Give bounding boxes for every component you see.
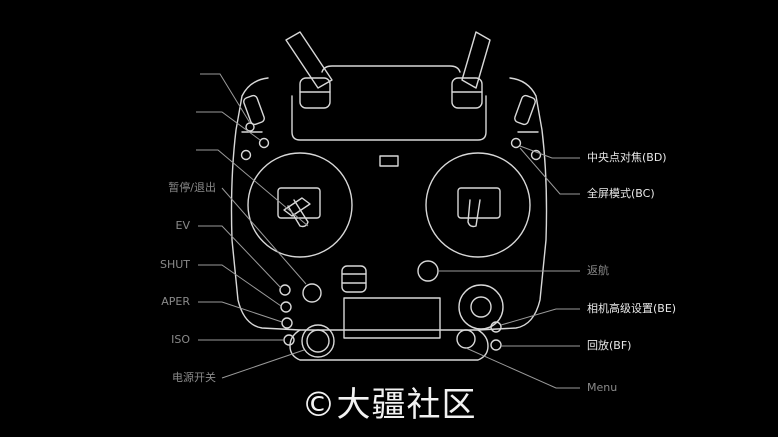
- pause-button: [302, 283, 322, 303]
- iso-button: [283, 334, 295, 346]
- leader-pause: [221, 187, 307, 285]
- return-home-button: [417, 260, 439, 282]
- status-indicator: [379, 155, 399, 167]
- leader-bc: [519, 147, 580, 195]
- label-power: 电源开关: [172, 371, 216, 384]
- watermark: ©大疆社区: [301, 385, 477, 425]
- leader-bb: [200, 73, 251, 124]
- left-stick-gimbal: [247, 152, 353, 258]
- top-handle: [321, 65, 461, 73]
- left-antenna-hinge: [299, 77, 331, 109]
- leader-be: [500, 308, 580, 326]
- label-return: 返航: [587, 264, 609, 277]
- label-pause: 暂停/退出: [168, 181, 216, 194]
- button-td: [240, 149, 252, 161]
- five-way-dial: [458, 284, 504, 330]
- label-bf: 回放(BF): [587, 339, 632, 352]
- label-shut: SHUT: [159, 258, 190, 271]
- leader-td: [196, 149, 309, 227]
- menu-button: [456, 329, 476, 349]
- label-bc: 全屏模式(BC): [587, 187, 655, 200]
- display-screen: [343, 297, 441, 339]
- button-bd: [510, 137, 522, 149]
- label-bd: 中央点对焦(BD): [587, 151, 667, 164]
- bf-button: [490, 339, 502, 351]
- button-bc: [530, 149, 542, 161]
- button-bb: [245, 122, 255, 132]
- controller-body: [230, 77, 548, 331]
- power-button: [301, 324, 335, 358]
- leader-aper: [198, 301, 283, 323]
- leader-bd: [519, 145, 580, 159]
- label-ev: EV: [175, 219, 190, 232]
- be-button: [490, 321, 502, 333]
- gimbal-dial: [341, 265, 367, 293]
- leader-ev: [198, 225, 282, 289]
- left-antenna: [285, 31, 333, 89]
- right-antenna: [461, 31, 491, 89]
- right-stick-gimbal: [425, 152, 531, 258]
- label-ba: 关闭tips(BA): [124, 105, 190, 118]
- leader-ba: [196, 111, 261, 141]
- label-iso: ISO: [171, 333, 190, 346]
- right-stick: [467, 199, 481, 228]
- ev-button: [279, 284, 291, 296]
- label-aper: APER: [161, 295, 190, 308]
- shut-button: [280, 301, 292, 313]
- leader-menu: [465, 347, 580, 389]
- left-stick: [287, 199, 309, 228]
- label-bb: 查看警告信息(BB): [102, 67, 192, 80]
- aper-button: [281, 317, 293, 329]
- label-td: focus(TD): [136, 143, 190, 156]
- label-be: 相机高级设置(BE): [587, 302, 677, 315]
- leader-power: [221, 349, 305, 379]
- right-antenna-hinge: [451, 77, 483, 109]
- button-ba: [258, 137, 270, 149]
- label-menu: Menu: [587, 381, 618, 394]
- leader-shut: [198, 264, 282, 307]
